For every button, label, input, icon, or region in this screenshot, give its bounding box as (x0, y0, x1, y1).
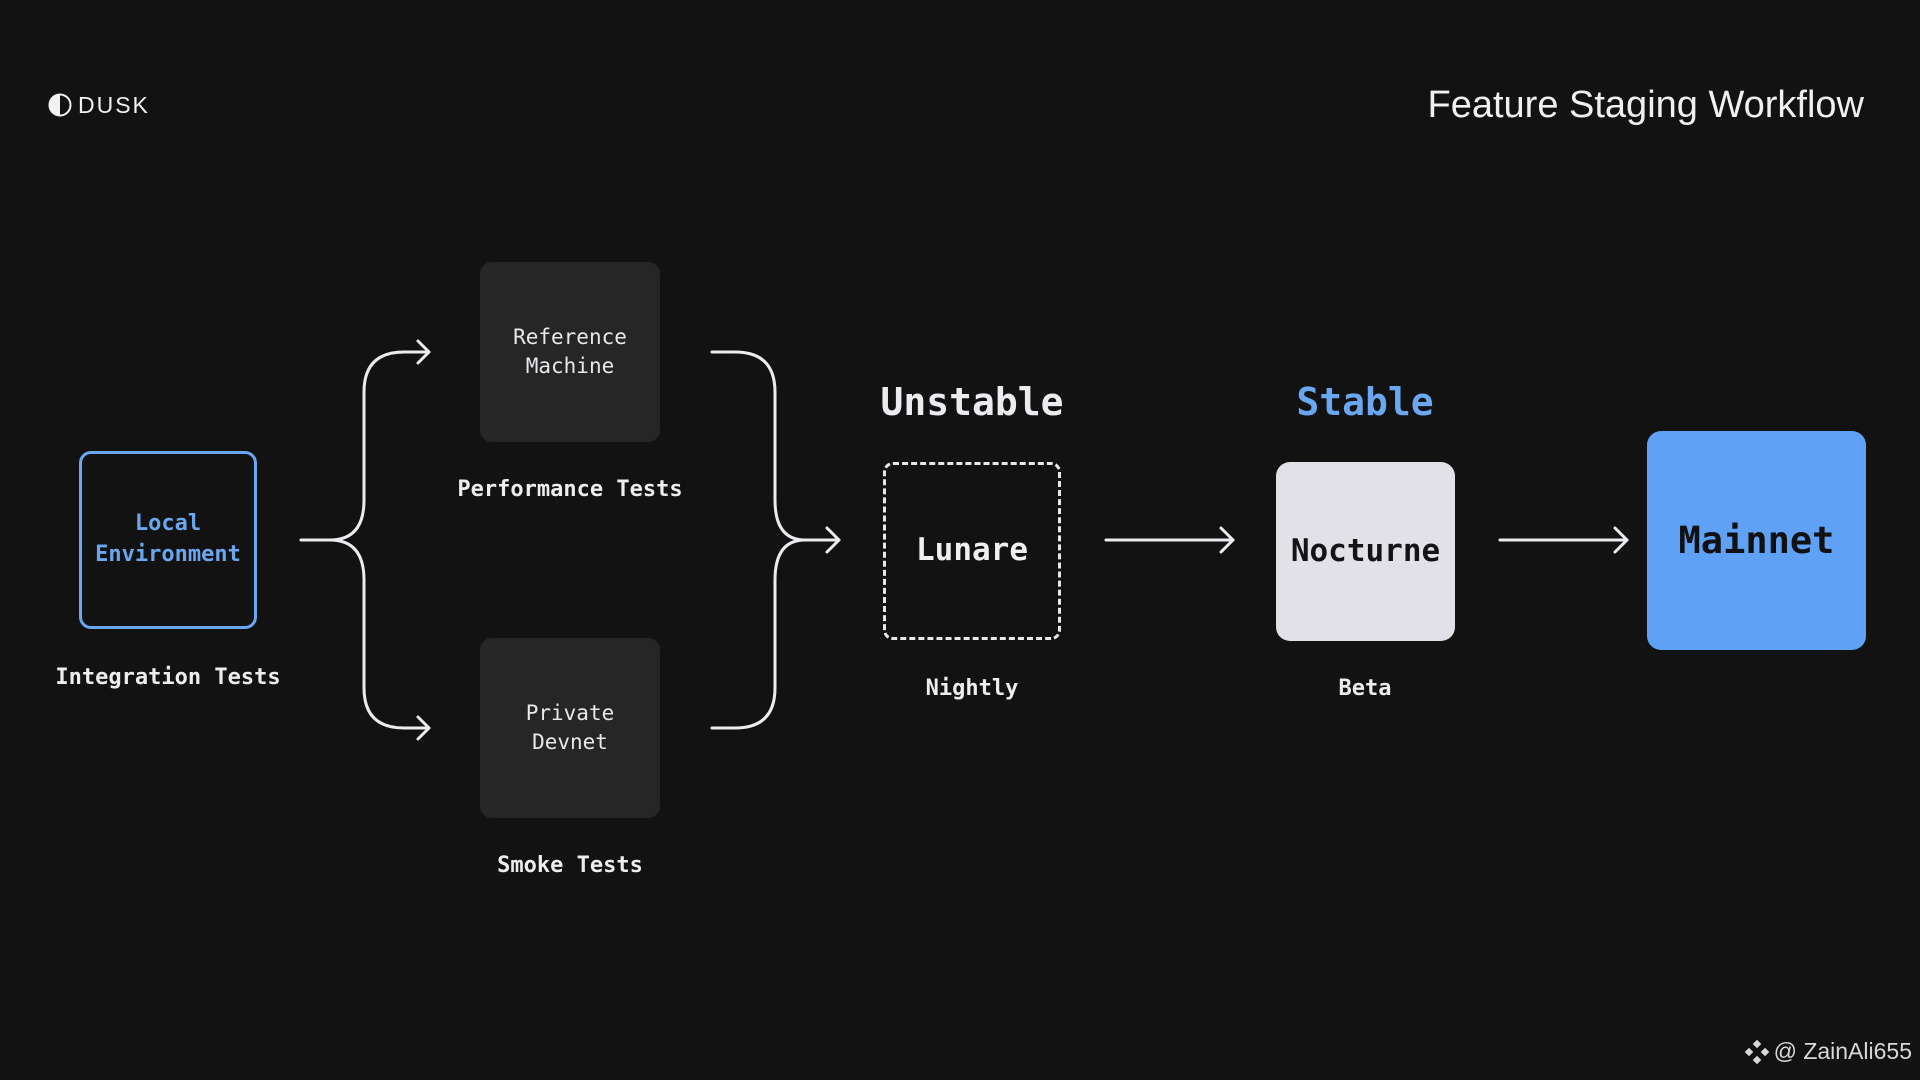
reference-label-line2: Machine (525, 354, 615, 378)
merge-brace (710, 350, 841, 542)
local-environment-node: Local Environment (79, 451, 257, 629)
nocturne-label: Nocturne (1290, 532, 1441, 569)
split-arrow-bottom (416, 715, 431, 741)
reference-machine-node: Reference Machine (480, 262, 660, 442)
performance-tests-caption: Performance Tests (457, 477, 683, 502)
beta-caption: Beta (1338, 676, 1392, 701)
author-credit: @ ZainAli655 (1744, 1038, 1912, 1065)
private-devnet-node: Private Devnet (480, 638, 660, 818)
diamond-logo-icon (1744, 1039, 1769, 1064)
reference-label-line1: Reference (513, 324, 627, 349)
logo-text: DUSK (78, 91, 150, 118)
stable-heading: Stable (1296, 380, 1434, 424)
split-arrow-top (416, 339, 431, 365)
unstable-heading: Unstable (880, 380, 1064, 424)
merge-arrow (825, 526, 841, 554)
credit-text: @ ZainAli655 (1773, 1038, 1912, 1064)
integration-tests-caption: Integration Tests (55, 665, 281, 690)
private-label-line2: Devnet (532, 730, 608, 754)
smoke-tests-caption: Smoke Tests (497, 853, 643, 878)
half-moon-icon (48, 93, 72, 117)
lunare-node: Lunare (883, 462, 1061, 640)
nocturne-node: Nocturne (1276, 462, 1455, 641)
local-label-line1: Local (134, 511, 202, 537)
local-label-line2: Environment (95, 542, 241, 567)
private-label-line1: Private (525, 700, 615, 725)
mainnet-node: Mainnet (1647, 431, 1866, 650)
split-brace (299, 350, 430, 542)
page-title: Feature Staging Workflow (1427, 84, 1865, 126)
mainnet-label: Mainnet (1678, 518, 1835, 562)
dusk-logo: DUSK (48, 90, 150, 120)
lunare-label: Lunare (916, 532, 1028, 569)
nightly-caption: Nightly (925, 676, 1019, 701)
